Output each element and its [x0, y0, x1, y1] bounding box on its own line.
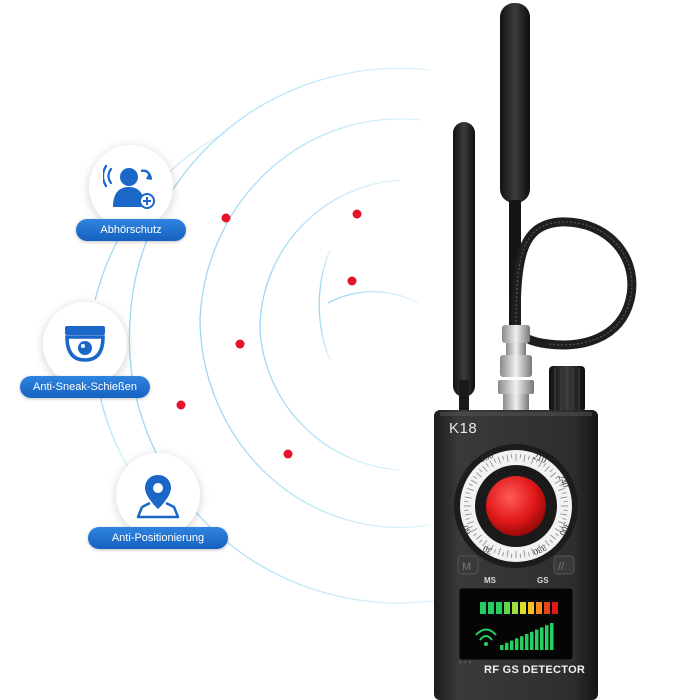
feature-icon-circle — [43, 302, 127, 386]
svg-text:M: M — [462, 561, 471, 573]
signal-dot — [347, 276, 357, 286]
svg-text://: // — [558, 561, 565, 573]
signal-dot — [352, 209, 362, 219]
signal-dot — [235, 339, 245, 349]
signal-dot — [176, 400, 186, 410]
feature-icon-circle — [89, 145, 173, 229]
product-name-label: RF GS DETECTOR — [484, 664, 586, 676]
feature-label: Anti-Sneak-Schießen — [20, 376, 150, 398]
dome-camera-icon — [65, 326, 105, 362]
mode-button — [553, 555, 575, 575]
rotary-knob — [549, 366, 585, 412]
sensitivity-dial — [454, 444, 578, 568]
mode-right-label: GS — [537, 576, 549, 585]
lcd-screen — [458, 587, 574, 661]
signal-dot — [283, 449, 293, 459]
feature-label: Anti-Positionierung — [88, 527, 228, 549]
signal-dot — [221, 213, 231, 223]
mode-left-label: MS — [484, 576, 496, 585]
wave-arc-1 — [327, 291, 419, 304]
m-button — [457, 555, 479, 575]
sma-connector — [498, 325, 534, 412]
feature-label: Abhörschutz — [76, 219, 186, 241]
feature-icon-circle — [116, 453, 200, 537]
user-ear-icon — [103, 164, 155, 209]
short-antenna — [453, 122, 475, 415]
model-label: K18 — [449, 420, 478, 437]
red-lens — [486, 476, 546, 536]
location-pin-icon — [136, 475, 180, 519]
probe-cable — [511, 217, 637, 350]
